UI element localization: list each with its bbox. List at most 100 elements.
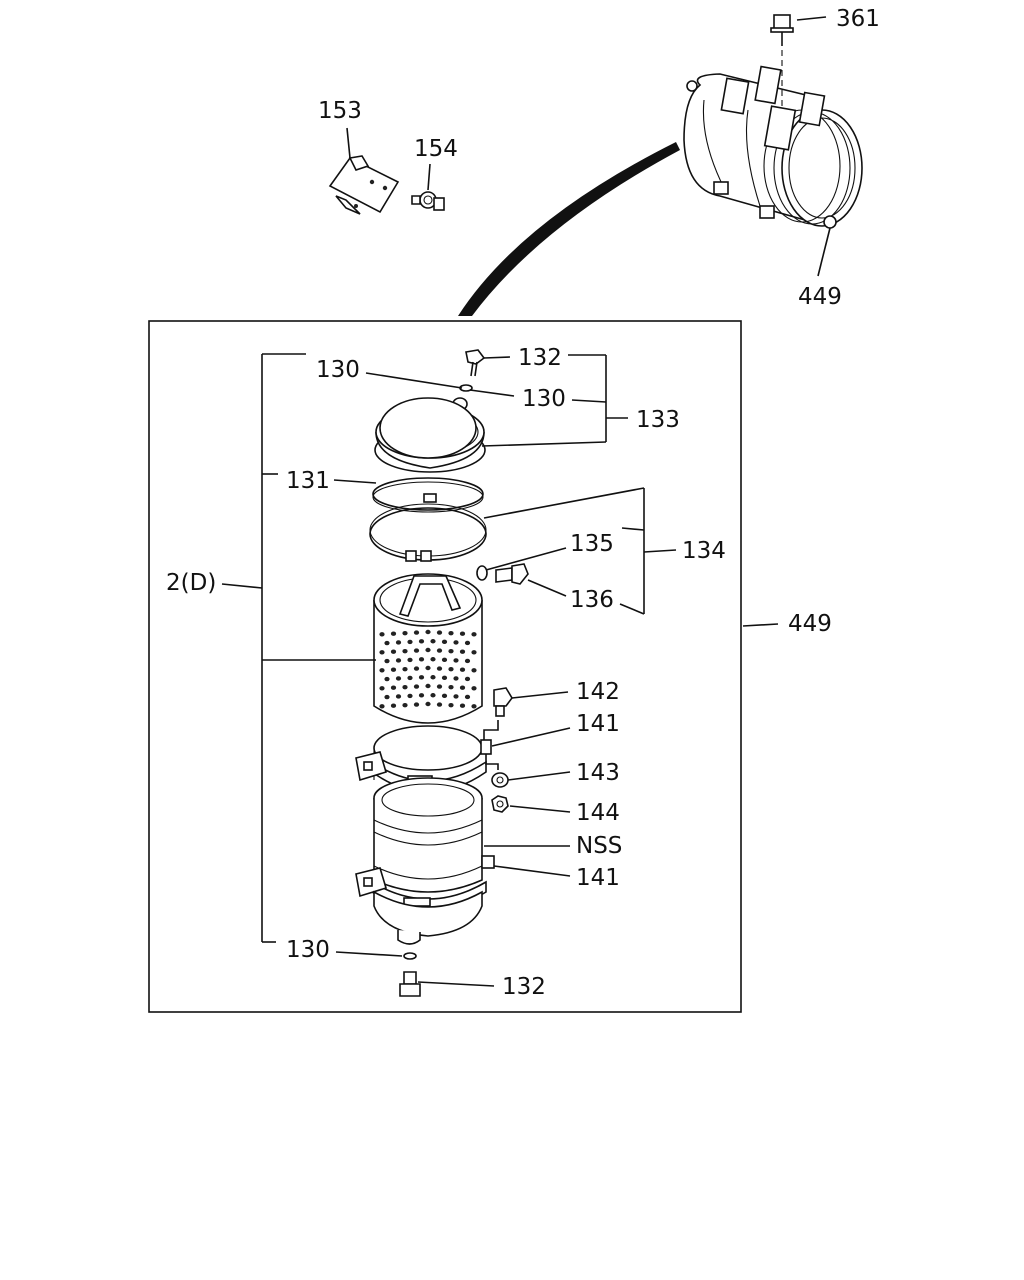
perforation-hole [390, 649, 397, 654]
perforation-hole [436, 666, 443, 671]
label-143: 143 [576, 760, 620, 786]
perforation-hole [413, 684, 420, 689]
perforation-hole [395, 676, 402, 681]
perforation-hole [395, 694, 402, 699]
perforation-hole [395, 640, 402, 645]
perforation-hole [379, 668, 385, 673]
perforation-hole [384, 658, 390, 664]
label-144: 144 [576, 800, 620, 826]
perforation-hole [407, 675, 413, 681]
perforation-hole [390, 685, 397, 690]
perforation-hole [471, 704, 477, 709]
label-141-b: 141 [576, 865, 620, 891]
perforation-hole [402, 684, 408, 690]
perforation-hole [407, 639, 413, 645]
perforation-hole [407, 693, 413, 699]
perforation-hole [390, 667, 397, 672]
overview-assembly-drawing [328, 14, 863, 316]
perforation-hole [436, 630, 443, 635]
perforation-hole [379, 704, 385, 709]
perforation-hole [464, 658, 471, 664]
perforation-hole [390, 703, 397, 708]
perforation-hole [418, 693, 425, 698]
perforation-hole [459, 667, 466, 672]
perforation-hole [402, 648, 408, 654]
label-136: 136 [570, 587, 614, 613]
label-130-a: 130 [316, 357, 360, 383]
perforation-hole [453, 676, 459, 681]
label-130-c: 130 [286, 937, 330, 963]
perforation-hole [430, 693, 436, 698]
perforation-hole [390, 631, 397, 636]
label-132-b: 132 [502, 974, 546, 1000]
perforation-hole [379, 686, 385, 691]
perforation-hole [441, 693, 448, 699]
perforation-hole [459, 703, 466, 708]
perforation-hole [464, 676, 471, 682]
label-153: 153 [318, 98, 362, 124]
perforation-hole [395, 658, 402, 663]
perforation-hole [413, 666, 420, 671]
perforation-hole [384, 640, 390, 646]
label-132-a: 132 [518, 345, 562, 371]
perforation-hole [471, 632, 477, 637]
detail-frame [148, 320, 742, 1013]
perforation-hole [459, 685, 466, 690]
label-133: 133 [636, 407, 680, 433]
label-361: 361 [836, 6, 880, 32]
perforation-hole [448, 666, 454, 672]
perforation-hole [453, 640, 459, 645]
perforation-hole [425, 701, 431, 707]
perforation-hole [448, 648, 454, 654]
label-449-top: 449 [798, 284, 842, 310]
label-131: 131 [286, 468, 330, 494]
perforation-hole [379, 632, 385, 637]
label-141-a: 141 [576, 711, 620, 737]
label-449-box: 449 [788, 611, 832, 637]
label-154: 154 [414, 136, 458, 162]
perforation-hole [459, 649, 466, 654]
perforation-hole [425, 629, 431, 635]
perforation-hole [448, 630, 454, 636]
label-142: 142 [576, 679, 620, 705]
perforation-hole [407, 657, 413, 663]
perforation-hole [441, 675, 448, 681]
perforation-hole [384, 676, 390, 682]
perforation-hole [471, 686, 477, 691]
label-nss: NSS [576, 833, 622, 859]
perforation-hole [430, 657, 436, 662]
perforation-hole [402, 630, 408, 636]
perforation-hole [430, 675, 436, 680]
perforation-hole [464, 694, 471, 700]
perforation-hole [413, 648, 420, 653]
perforation-hole [413, 630, 420, 635]
perforation-hole [453, 658, 459, 663]
exploded-view-drawing [355, 349, 529, 997]
perforation-hole [441, 639, 448, 645]
perforation-hole [448, 702, 454, 708]
label-130-b: 130 [522, 386, 566, 412]
perforation-hole [413, 702, 420, 707]
perforation-hole [418, 657, 425, 662]
perforation-hole [425, 665, 431, 671]
perforation-hole [418, 675, 425, 680]
perforation-hole [384, 694, 390, 700]
perforation-hole [379, 650, 385, 655]
perforation-hole [425, 683, 431, 689]
perforation-hole [402, 666, 408, 672]
label-135: 135 [570, 531, 614, 557]
perforation-hole [471, 650, 477, 655]
perforation-hole [436, 648, 443, 653]
perforation-hole [418, 639, 425, 644]
perforation-hole [402, 702, 408, 708]
label-134: 134 [682, 538, 726, 564]
perforation-hole [425, 647, 431, 653]
perforation-hole [436, 702, 443, 707]
part-labels: 361 153 154 449 130 132 130 133 131 135 … [166, 6, 880, 1000]
perforation-hole [459, 631, 466, 636]
perforation-hole [448, 684, 454, 690]
perforation-hole [436, 684, 443, 689]
label-2d: 2(D) [166, 570, 216, 596]
perforation-hole [453, 694, 459, 699]
